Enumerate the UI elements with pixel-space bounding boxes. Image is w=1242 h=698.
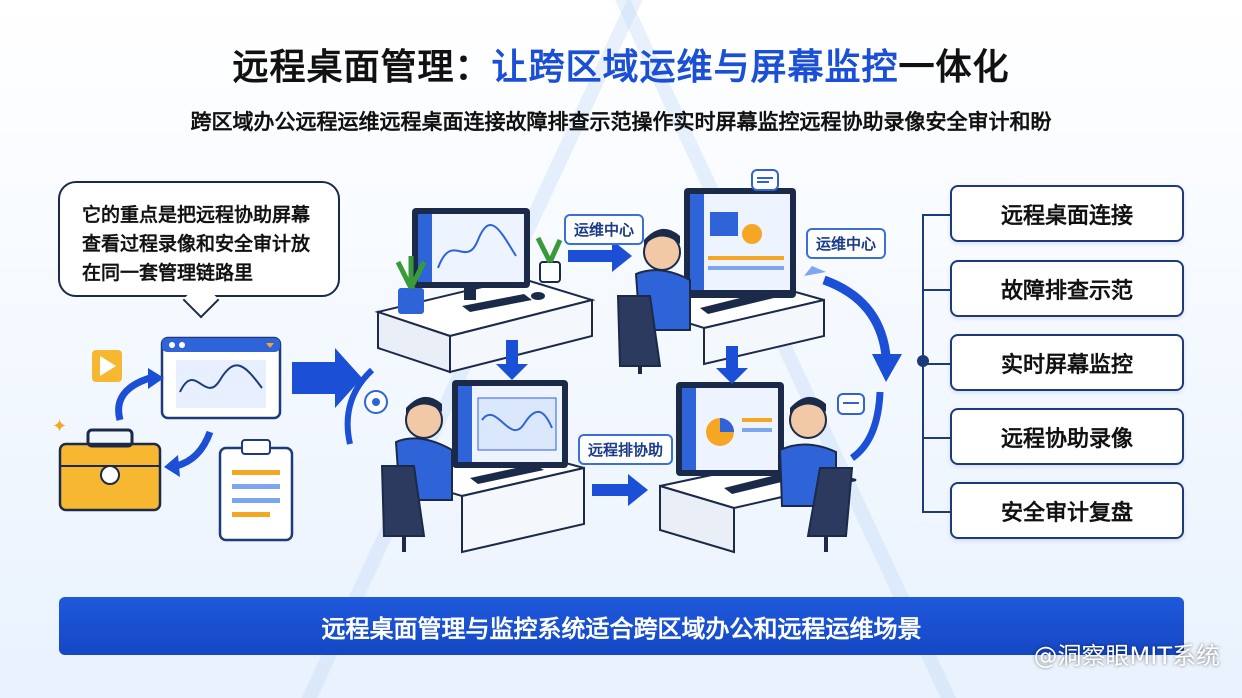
bracket-tick bbox=[922, 437, 950, 439]
watermark: @洞察眼MIT系统 bbox=[1033, 642, 1220, 670]
title-part-1: 远程桌面管理： bbox=[232, 47, 492, 88]
title-part-2: 让跨区域运维与屏幕监控 bbox=[491, 47, 899, 88]
bubble-line-3: 在同一套管理链路里 bbox=[82, 262, 254, 284]
browser-chart-icon bbox=[160, 336, 282, 420]
clipboard-icon bbox=[218, 439, 294, 542]
feature-security-audit-review[interactable]: 安全审计复盘 bbox=[950, 482, 1184, 539]
curved-arrow bbox=[822, 275, 891, 357]
bracket-tick bbox=[922, 214, 950, 216]
bracket-tick bbox=[922, 289, 950, 291]
page-title: 远程桌面管理：让跨区域运维与屏幕监控一体化 bbox=[0, 38, 1242, 90]
bubble-line-2: 查看过程录像和安全审计放 bbox=[82, 233, 311, 255]
feature-realtime-screen-monitoring[interactable]: 实时屏幕监控 bbox=[950, 334, 1184, 391]
play-icon bbox=[92, 350, 122, 382]
arrow-right-icon bbox=[292, 348, 362, 408]
page-subtitle: 跨区域办公远程运维远程桌面连接故障排查示范操作实时屏幕监控远程协助录像安全审计和… bbox=[190, 110, 1052, 134]
arrow-right-icon bbox=[592, 474, 648, 506]
feature-remote-assist-recording[interactable]: 远程协助录像 bbox=[950, 408, 1184, 465]
speech-bubble: 它的重点是把远程协助屏幕 查看过程录像和安全审计放 在同一套管理链路里 bbox=[58, 181, 340, 297]
feature-remote-desktop-connection[interactable]: 远程桌面连接 bbox=[950, 185, 1184, 242]
workstation-bottom-right bbox=[659, 382, 865, 554]
bracket-dot bbox=[917, 355, 929, 367]
tag-remote-assist: 远程排协助 bbox=[578, 434, 674, 465]
bubble-line-1: 它的重点是把远程协助屏幕 bbox=[82, 204, 311, 226]
arrow-down-icon bbox=[716, 346, 748, 384]
bracket-tick bbox=[922, 511, 950, 513]
toolbox-icon: ✦ bbox=[52, 416, 162, 512]
tag-ops-center-2: 运维中心 bbox=[806, 228, 887, 259]
svg-text:✦: ✦ bbox=[52, 416, 67, 437]
tag-ops-center-1: 运维中心 bbox=[564, 214, 645, 245]
arrow-down-icon bbox=[496, 340, 528, 380]
feature-troubleshooting-demo[interactable]: 故障排查示范 bbox=[950, 260, 1184, 317]
workstation-top-right bbox=[616, 169, 825, 374]
workstation-top-left bbox=[374, 208, 596, 374]
bracket-tick bbox=[922, 363, 950, 365]
title-part-3: 一体化 bbox=[898, 47, 1010, 88]
bottom-banner: 远程桌面管理与监控系统适合跨区域办公和远程运维场景 bbox=[59, 597, 1184, 655]
arrow-right-icon bbox=[568, 240, 632, 272]
workstation-bottom-left bbox=[364, 380, 585, 554]
